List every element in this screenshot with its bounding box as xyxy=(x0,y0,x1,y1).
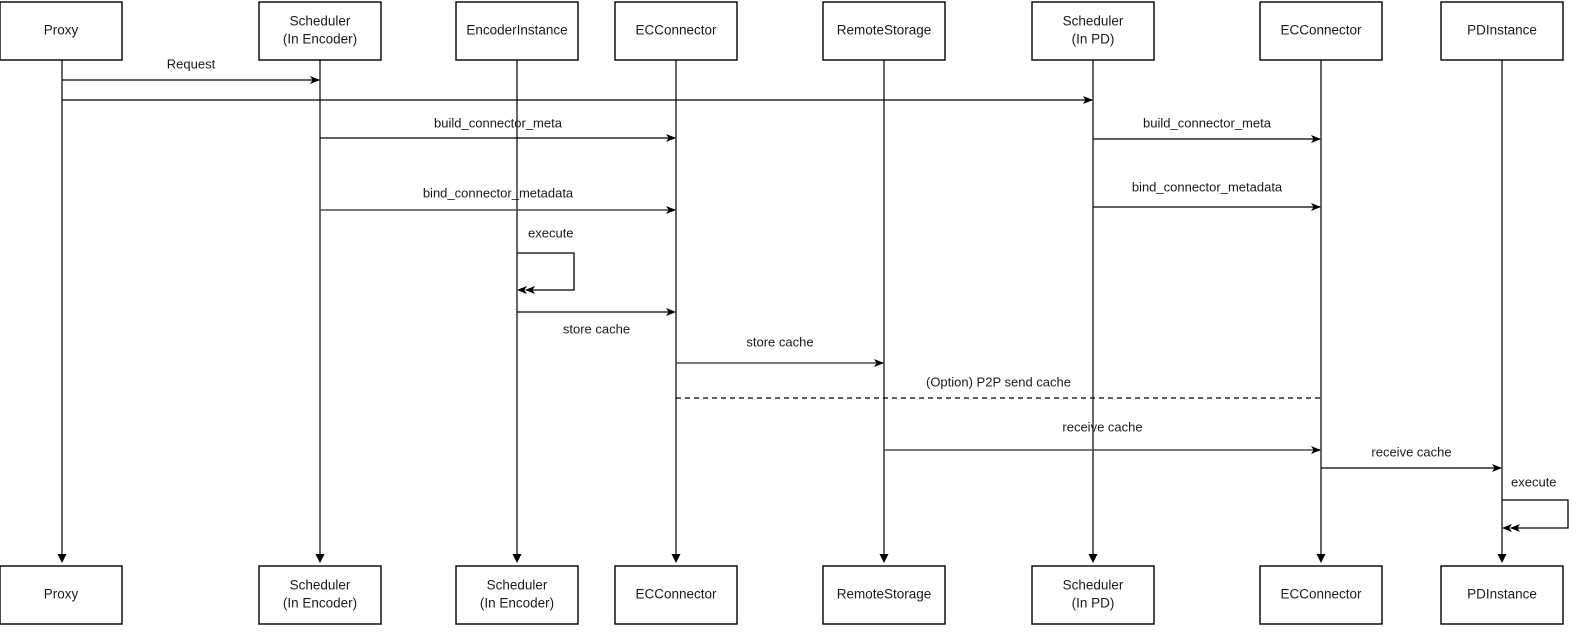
participant-sublabel-bottom-encoder_inst: (In Encoder) xyxy=(480,596,554,611)
lifeline-arrow-ec_conn_1 xyxy=(671,554,681,563)
self-message-arrowhead-s1 xyxy=(517,286,527,294)
message-label-m4: build_connector_meta xyxy=(1143,115,1272,130)
participant-label-bottom-ec_conn_1: ECConnector xyxy=(635,587,717,602)
self-message-arrowhead-s2 xyxy=(1502,524,1512,532)
participant-box-bottom-encoder_inst[interactable]: Scheduler (In Encoder) xyxy=(455,565,579,625)
participant-label-top-pd_inst: PDInstance xyxy=(1467,23,1537,38)
lifeline-arrow-encoder_inst xyxy=(512,554,522,563)
message-label-m10: receive cache xyxy=(1062,419,1142,434)
participant-label-top-ec_conn_1: ECConnector xyxy=(635,23,717,38)
participant-label-top-remote_store: RemoteStorage xyxy=(837,23,932,38)
self-message-path-s1 xyxy=(517,252,575,294)
message-label-m9: (Option) P2P send cache xyxy=(926,374,1071,389)
self-message-label-s1: execute xyxy=(528,225,574,240)
participant-box-bottom-sched_pd[interactable]: Scheduler (In PD) xyxy=(1031,565,1155,625)
participant-label-top-sched_enc: Scheduler xyxy=(290,14,351,29)
participant-sublabel-top-sched_enc: (In Encoder) xyxy=(283,32,357,47)
lifeline-arrow-ec_conn_2 xyxy=(1316,554,1326,563)
participant-label-bottom-ec_conn_2: ECConnector xyxy=(1280,587,1362,602)
message-m4[interactable]: build_connector_meta xyxy=(1093,115,1321,143)
participant-label-bottom-sched_pd: Scheduler xyxy=(1063,578,1124,593)
participant-label-top-ec_conn_2: ECConnector xyxy=(1280,23,1362,38)
message-label-m3: build_connector_meta xyxy=(434,115,563,130)
message-label-m8: store cache xyxy=(746,334,813,349)
message-label-m7: store cache xyxy=(563,321,630,336)
participant-label-bottom-encoder_inst: Scheduler xyxy=(487,578,548,593)
message-label-m6: bind_connector_metadata xyxy=(1132,179,1283,194)
message-m10[interactable]: receive cache xyxy=(884,419,1321,454)
participant-box-bottom-sched_enc[interactable]: Scheduler (In Encoder) xyxy=(258,565,382,625)
lifeline-arrow-sched_pd xyxy=(1088,554,1098,563)
participant-box-bottom-proxy[interactable]: Proxy xyxy=(0,565,123,625)
participant-box-top-sched_enc[interactable]: Scheduler (In Encoder) xyxy=(258,1,382,61)
participant-sublabel-bottom-sched_enc: (In Encoder) xyxy=(283,596,357,611)
participant-box-top-ec_conn_1[interactable]: ECConnector xyxy=(614,1,738,61)
participant-label-top-sched_pd: Scheduler xyxy=(1063,14,1124,29)
lifeline-arrow-remote_store xyxy=(879,554,889,563)
participant-box-top-encoder_inst[interactable]: EncoderInstance xyxy=(455,1,579,61)
self-messages-layer: execute execute xyxy=(517,225,1569,532)
self-message-label-s2: execute xyxy=(1511,474,1557,489)
lifeline-arrow-pd_inst xyxy=(1497,554,1507,563)
lifeline-arrow-proxy xyxy=(57,554,67,563)
message-label-m11: receive cache xyxy=(1371,444,1451,459)
participant-label-bottom-proxy: Proxy xyxy=(44,587,79,602)
self-message-s1[interactable]: execute xyxy=(517,225,575,294)
message-label-m1: Request xyxy=(167,56,216,71)
participant-box-top-proxy[interactable]: Proxy xyxy=(0,1,123,61)
participant-box-top-ec_conn_2[interactable]: ECConnector xyxy=(1259,1,1383,61)
message-m8[interactable]: store cache xyxy=(676,334,884,367)
participant-box-bottom-pd_inst[interactable]: PDInstance xyxy=(1440,565,1564,625)
participant-box-top-remote_store[interactable]: RemoteStorage xyxy=(822,1,946,61)
lifelines-layer xyxy=(57,60,1507,563)
participant-label-top-encoder_inst: EncoderInstance xyxy=(466,23,567,38)
participant-label-bottom-remote_store: RemoteStorage xyxy=(837,587,932,602)
message-m5[interactable]: bind_connector_metadata xyxy=(320,185,676,214)
participant-label-top-proxy: Proxy xyxy=(44,23,79,38)
message-m9[interactable]: (Option) P2P send cache xyxy=(676,374,1321,399)
message-label-m5: bind_connector_metadata xyxy=(423,185,574,200)
message-m3[interactable]: build_connector_meta xyxy=(320,115,676,142)
participant-box-bottom-ec_conn_2[interactable]: ECConnector xyxy=(1259,565,1383,625)
lifeline-arrow-sched_enc xyxy=(315,554,325,563)
self-message-path-s2 xyxy=(1502,499,1569,532)
message-m6[interactable]: bind_connector_metadata xyxy=(1093,179,1321,211)
self-message-s2[interactable]: execute xyxy=(1502,474,1569,532)
participant-box-bottom-ec_conn_1[interactable]: ECConnector xyxy=(614,565,738,625)
participant-label-bottom-sched_enc: Scheduler xyxy=(290,578,351,593)
messages-layer: Request build_connector_meta build_connect… xyxy=(62,56,1502,472)
participant-box-bottom-remote_store[interactable]: RemoteStorage xyxy=(822,565,946,625)
participant-label-bottom-pd_inst: PDInstance xyxy=(1467,587,1537,602)
participant-sublabel-bottom-sched_pd: (In PD) xyxy=(1072,596,1115,611)
participant-box-top-pd_inst[interactable]: PDInstance xyxy=(1440,1,1564,61)
participant-sublabel-top-sched_pd: (In PD) xyxy=(1072,32,1115,47)
participant-box-top-sched_pd[interactable]: Scheduler (In PD) xyxy=(1031,1,1155,61)
message-m11[interactable]: receive cache xyxy=(1321,444,1502,472)
message-m1[interactable]: Request xyxy=(62,56,320,84)
message-m7[interactable]: store cache xyxy=(517,308,676,336)
